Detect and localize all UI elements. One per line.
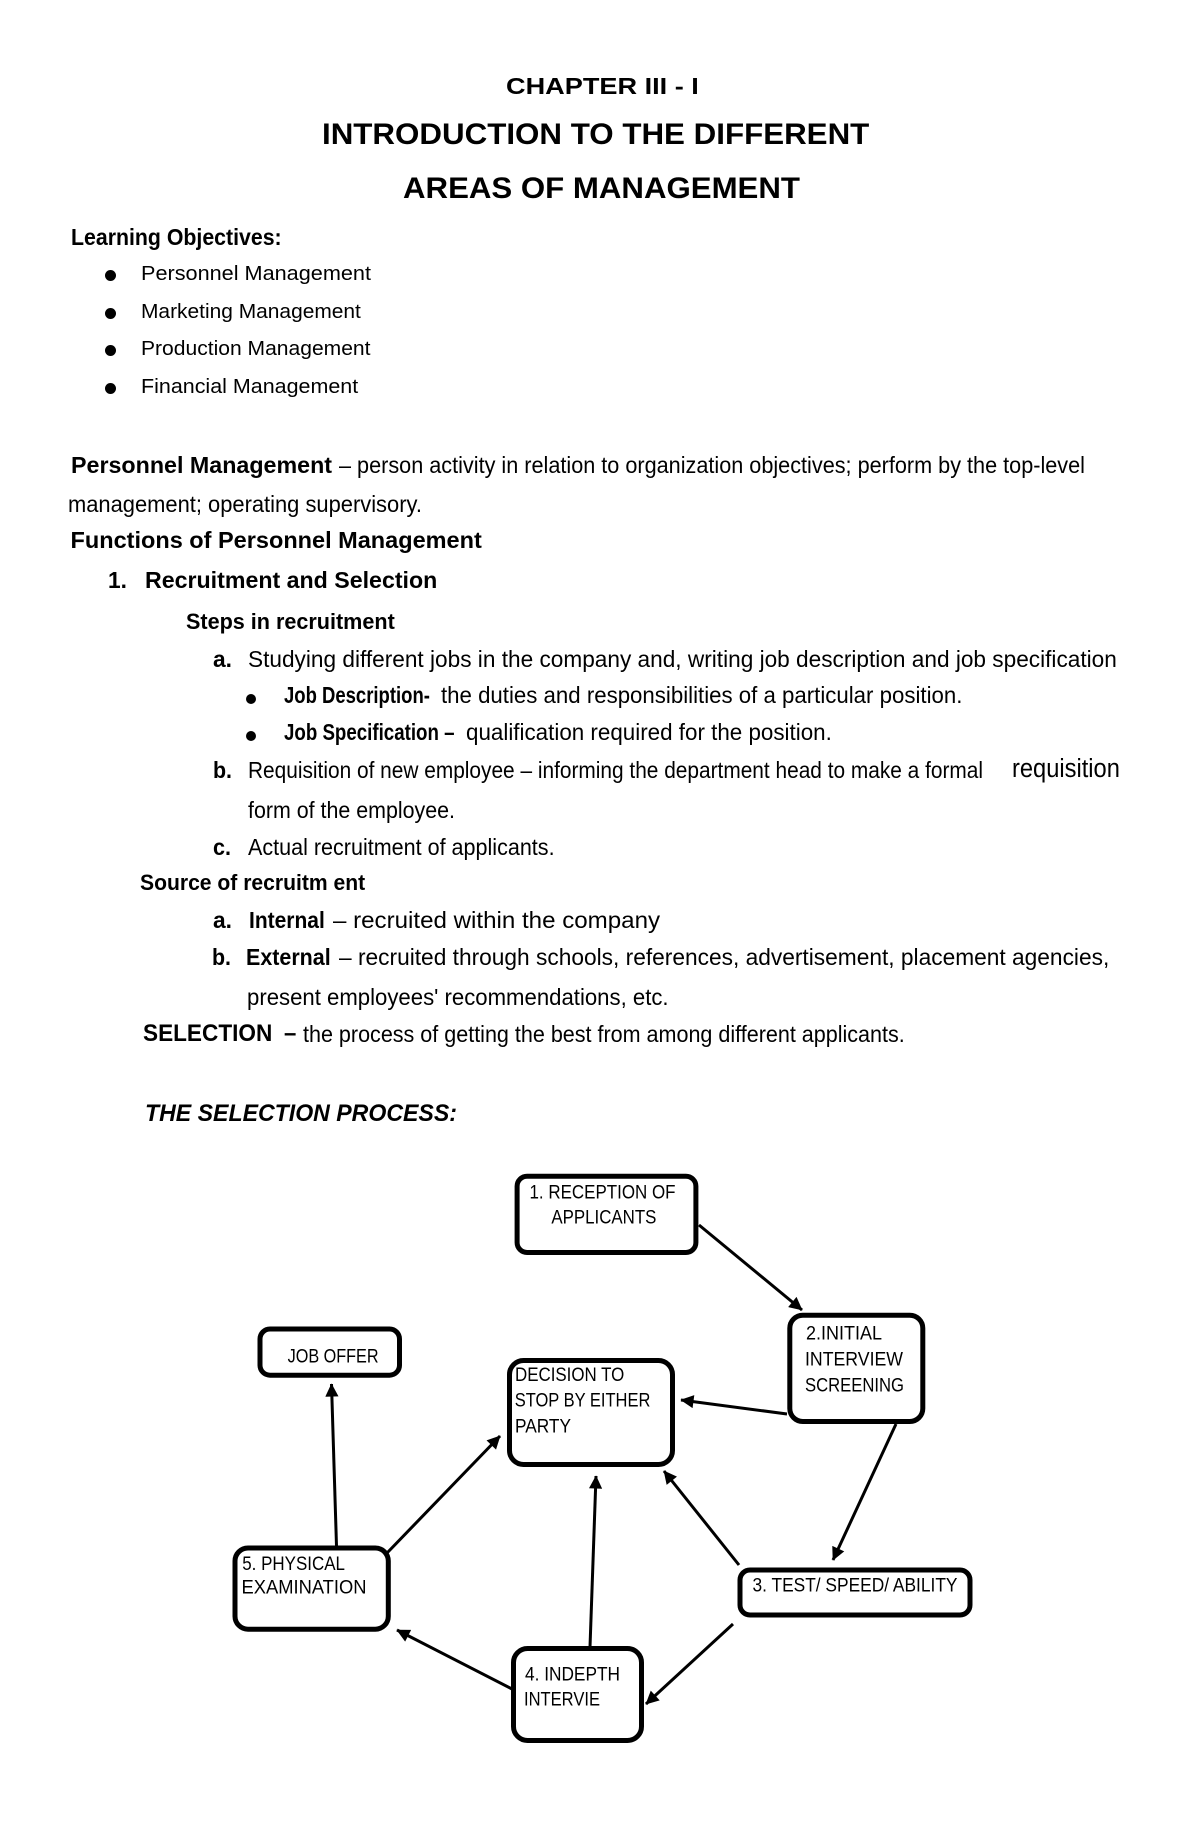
svg-text:PARTY: PARTY [515, 1415, 571, 1437]
svg-text:2.INITIAL: 2.INITIAL [806, 1322, 882, 1344]
svg-text:4. INDEPTH: 4. INDEPTH [525, 1664, 620, 1686]
svg-text:1. RECEPTION OF: 1. RECEPTION OF [530, 1182, 676, 1204]
svg-text:JOB OFFER: JOB OFFER [288, 1347, 379, 1368]
svg-text:DECISION TO: DECISION TO [515, 1364, 624, 1386]
svg-text:APPLICANTS: APPLICANTS [551, 1206, 656, 1228]
svg-text:EXAMINATION: EXAMINATION [242, 1577, 367, 1599]
svg-text:INTERVIEW: INTERVIEW [805, 1348, 904, 1370]
svg-text:5. PHYSICAL: 5. PHYSICAL [242, 1553, 345, 1575]
svg-text:3. TEST/ SPEED/ ABILITY: 3. TEST/ SPEED/ ABILITY [753, 1575, 958, 1597]
svg-text:SCREENING: SCREENING [805, 1374, 904, 1396]
svg-text:STOP BY EITHER: STOP BY EITHER [515, 1390, 651, 1412]
svg-text:INTERVIE: INTERVIE [524, 1689, 600, 1711]
